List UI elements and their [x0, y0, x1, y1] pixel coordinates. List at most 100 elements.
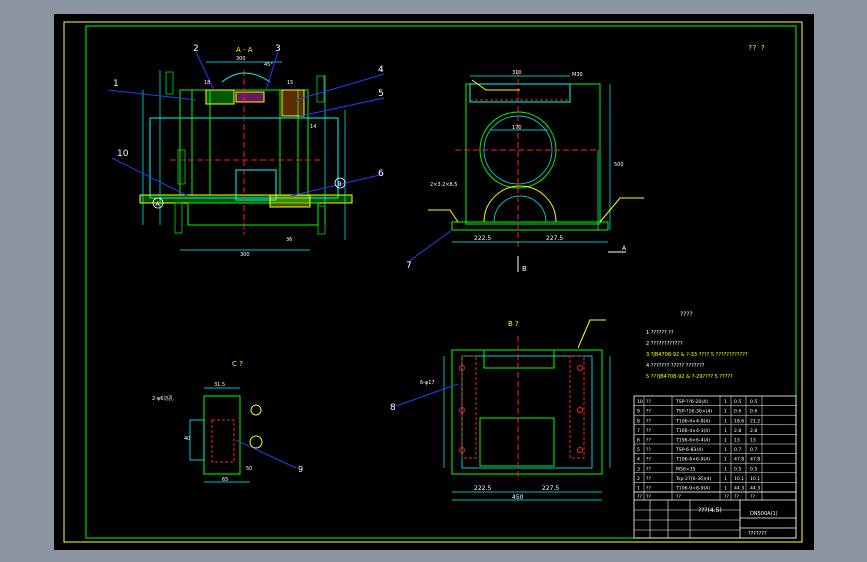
bom-cell-wt: 0.5: [750, 466, 757, 472]
bom-cell-name: ??: [646, 418, 651, 424]
sheet-outer-frame: [63, 21, 803, 543]
tech-req-line-2: 2 ????????????: [646, 341, 683, 347]
title-block-company: ???????: [748, 531, 767, 537]
bom-cell-qty: 1: [724, 438, 727, 444]
bom-cell-qty: 1: [724, 399, 727, 405]
bom-cell-name: ??: [646, 409, 651, 415]
view-bb-note: 6-φ17: [420, 380, 435, 386]
view-a-top-seal: [235, 91, 265, 103]
bom-cell-name: ??: [646, 476, 651, 482]
bom-cell-mat: 0.6: [734, 409, 741, 415]
view-bb-dim-450: 450: [512, 494, 524, 501]
bom-cell-mat: 13: [734, 438, 740, 444]
view-a-top-flange-right: [281, 89, 305, 117]
view-b-arrow-a: A: [622, 245, 627, 252]
view-c-dim-50: 50: [246, 466, 252, 472]
bom-header: ????????????: [637, 494, 755, 500]
bom-cell-qty: 1: [724, 418, 727, 424]
bom-cell-wt: 0.7: [750, 447, 757, 453]
view-a-marker-a: [152, 197, 164, 209]
bom-cell-code: T106-9×8-9(4): [675, 486, 710, 492]
view-bb-right-rib: [569, 355, 585, 459]
bom-cell-wt: 21.2: [750, 418, 760, 424]
view-a-dim-18: 18: [204, 80, 210, 86]
bom-cell-wt: 0.5: [750, 399, 757, 405]
view-b-top-flange: [469, 83, 571, 103]
callout-2: 2: [193, 44, 199, 54]
view-bb-hole-4: [577, 365, 583, 371]
view-b-dim-m30: M30: [572, 72, 583, 78]
view-bb-hole-1: [459, 365, 465, 371]
view-bb-plan[interactable]: B ? 222.5 227.5 450 6-φ17 8: [390, 319, 611, 501]
bom-cell-name: ??: [646, 486, 651, 492]
view-c-detail[interactable]: C ? 31.5 40 50 65 2-φ6沉孔 9: [152, 360, 303, 483]
view-bb-bottom-block: [479, 417, 555, 467]
leader-6: [289, 173, 385, 197]
sheet-inner-frame: [85, 25, 797, 539]
view-c-dim-31: 31.5: [214, 382, 225, 388]
bom-cell-code: T106-6×6-9(4): [675, 457, 710, 463]
bom-cell-no: 10: [637, 399, 643, 405]
view-bb-hole-2: [459, 407, 465, 413]
view-b-lower-arc-inner: [493, 195, 547, 223]
view-bb-dim-222: 222.5: [474, 485, 491, 492]
bom-cell-wt: 13: [750, 438, 756, 444]
view-b-dim-227: 227.5: [546, 235, 563, 242]
callout-10: 10: [117, 149, 129, 159]
bom-cell-mat: 0.7: [734, 447, 741, 453]
model-canvas[interactable]: [54, 14, 814, 550]
view-a-dim-14: 14: [310, 124, 316, 130]
view-a-marker-b-label: B: [338, 181, 342, 188]
bom-header-cell: ??: [646, 494, 651, 500]
view-b-weld-top: [471, 79, 520, 91]
bom-cell-qty: 1: [724, 428, 727, 434]
view-a-inner-stem: [235, 169, 277, 201]
bom-cell-no: 8: [637, 418, 640, 424]
leader-8: [395, 383, 459, 407]
bom-cell-code: TSP-6-83(4): [675, 447, 703, 453]
view-b-dim-500: 500: [614, 162, 624, 168]
view-bb-hole-5: [577, 407, 583, 413]
callout-9: 9: [298, 465, 303, 474]
leader-2: [195, 51, 215, 91]
view-b-weld-right: [599, 197, 644, 223]
leader-3: [265, 51, 279, 91]
view-a-marker-b: [334, 177, 346, 189]
bom-cell-wt: 47.8: [750, 457, 760, 463]
view-a-dim-36: 36: [286, 237, 292, 243]
view-b-arrow-label: B: [522, 265, 527, 273]
bom-cell-mat: 0.5: [734, 466, 741, 472]
view-b-note-left: 2×3.2×8.5: [430, 182, 457, 188]
view-a-base-plate: [139, 194, 353, 204]
view-a-marker-a-label: A: [156, 201, 161, 208]
view-a-tol-box-3: [316, 75, 325, 103]
bom-cell-no: 5: [637, 447, 640, 453]
bom-cell-no: 1: [637, 486, 640, 492]
bom-cell-wt: 44.3: [750, 486, 760, 492]
view-a-tol-box-1: [165, 71, 174, 95]
callout-8: 8: [390, 403, 396, 413]
bom-header-cell: ??: [734, 494, 739, 500]
view-b-front[interactable]: 222.5 227.5 310 M30 170 500 2×3.2×8.5 7 …: [406, 70, 644, 273]
tech-req-title: ????: [680, 311, 693, 318]
view-b-lower-arc: [483, 185, 557, 223]
view-a-section[interactable]: A - A: [107, 44, 385, 258]
callout-3: 3: [275, 44, 281, 54]
tech-req-line-1: 1 ?????? ??: [646, 330, 674, 336]
bom-cell-code: T196-6×6-4(4): [675, 438, 710, 444]
view-c-dim-40: 40: [184, 436, 190, 442]
view-b-dim-170: 170: [512, 125, 522, 131]
callout-4: 4: [378, 65, 384, 75]
bom-cell-name: ??: [646, 457, 651, 463]
leader-5: [299, 97, 385, 117]
leader-10: [111, 157, 189, 197]
title-block-code: DN500A(1): [750, 511, 778, 517]
leader-1: [107, 89, 197, 101]
callout-6: 6: [378, 169, 384, 179]
view-a-dim-45: 45°: [264, 62, 273, 68]
tech-req-line-4: 4 ??????? ????? ???????: [646, 363, 705, 369]
